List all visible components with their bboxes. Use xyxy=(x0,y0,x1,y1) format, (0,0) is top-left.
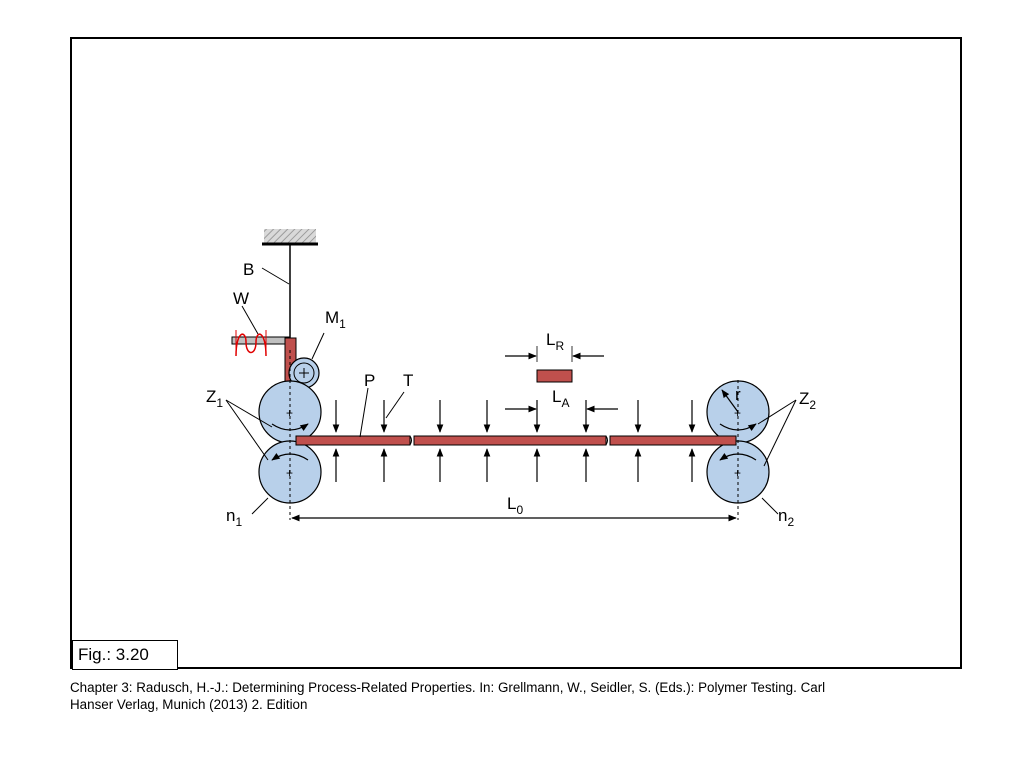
thickness-arrows-t xyxy=(332,400,696,482)
label-m1: M1 xyxy=(325,308,346,331)
label-la: LA xyxy=(552,387,569,410)
label-n1: n1 xyxy=(226,506,242,529)
specimen-strip-p xyxy=(295,387,737,446)
label-n2: n2 xyxy=(778,506,794,529)
beam-b-leader xyxy=(261,267,290,285)
figure-frame xyxy=(70,37,962,669)
svg-text:+: + xyxy=(286,466,293,480)
label-z1: Z1 xyxy=(206,387,223,410)
label-b: B xyxy=(243,260,254,279)
figure-caption: Chapter 3: Radusch, H.-J.: Determining P… xyxy=(70,679,970,713)
n1-leader xyxy=(251,497,269,515)
roller-m1 xyxy=(288,332,325,389)
svg-text:+: + xyxy=(734,406,741,420)
label-r: r xyxy=(735,385,741,404)
reference-sample-lr xyxy=(505,346,604,383)
n2-leader xyxy=(761,497,779,515)
spring-w xyxy=(231,305,291,357)
label-l0: L0 xyxy=(507,494,523,517)
roller-pair-z2: + + xyxy=(706,380,797,520)
caption-line-1: Chapter 3: Radusch, H.-J.: Determining P… xyxy=(70,680,826,695)
label-z2: Z2 xyxy=(799,389,816,412)
svg-text:+: + xyxy=(734,466,741,480)
label-w: W xyxy=(233,289,249,308)
label-lr: LR xyxy=(546,330,564,353)
svg-text:+: + xyxy=(286,406,293,420)
caption-line-2: Hanser Verlag, Munich (2013) 2. Edition xyxy=(70,697,308,712)
label-t: T xyxy=(403,371,413,390)
figure-number: Fig.: 3.20 xyxy=(72,640,178,670)
fixed-support xyxy=(262,229,318,246)
label-p: P xyxy=(364,371,375,390)
roller-pair-z1: + + xyxy=(225,350,322,520)
